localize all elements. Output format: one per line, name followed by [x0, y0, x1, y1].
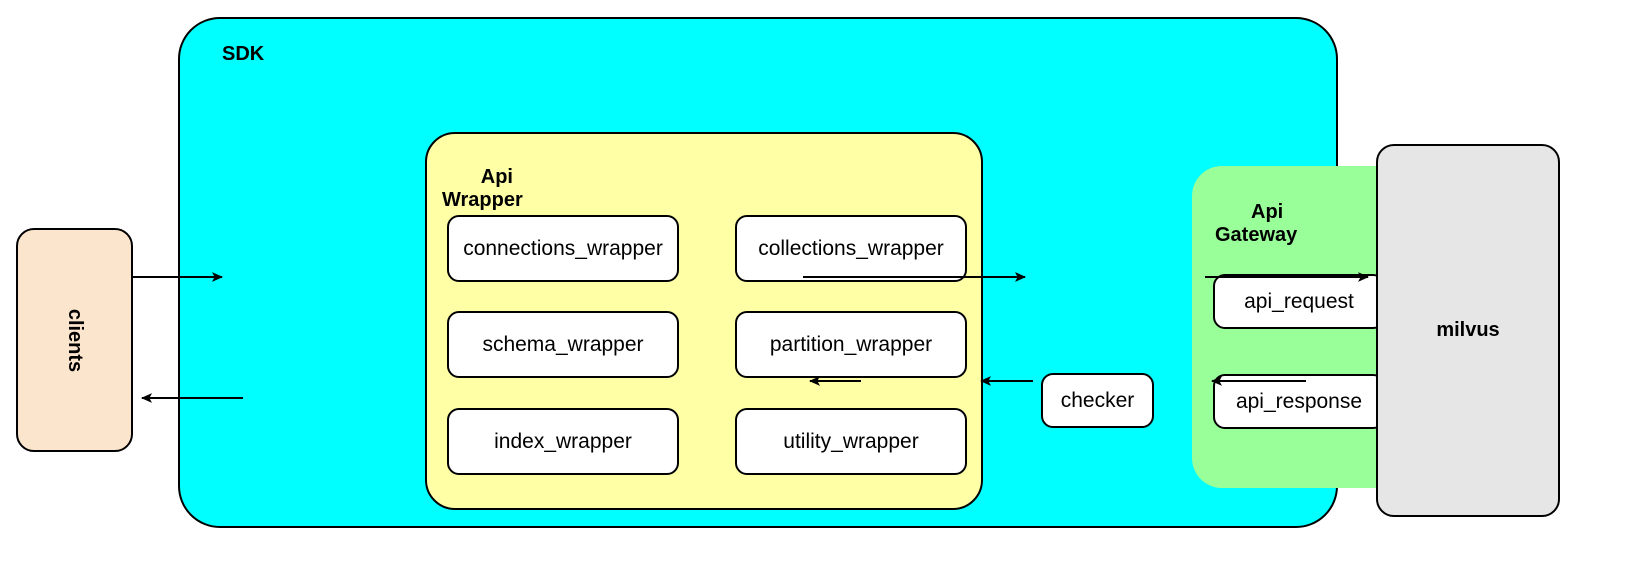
module-label: partition_wrapper	[769, 332, 933, 356]
api-wrapper-label: Api Wrapper	[442, 142, 523, 236]
milvus-label: milvus	[1436, 319, 1500, 341]
module-index-wrapper[interactable]: index_wrapper	[447, 408, 679, 475]
api-response-node[interactable]: api_response	[1213, 374, 1385, 429]
api-wrapper-label-line2: Wrapper	[442, 189, 523, 212]
module-collections-wrapper[interactable]: collections_wrapper	[735, 215, 967, 282]
module-label: collections_wrapper	[758, 236, 944, 260]
api-wrapper-container[interactable]: Api Wrapper connections_wrapper collecti…	[425, 132, 983, 510]
module-connections-wrapper[interactable]: connections_wrapper	[447, 215, 679, 282]
sdk-label: SDK	[222, 43, 265, 65]
module-partition-wrapper[interactable]: partition_wrapper	[735, 311, 967, 378]
module-label: utility_wrapper	[783, 429, 919, 453]
api-request-label: api_request	[1244, 289, 1354, 313]
clients-node[interactable]: clients	[16, 228, 133, 452]
module-utility-wrapper[interactable]: utility_wrapper	[735, 408, 967, 475]
checker-node[interactable]: checker	[1041, 373, 1154, 428]
api-gateway-label: Api Gateway	[1215, 177, 1297, 271]
module-label: index_wrapper	[494, 429, 632, 453]
module-label: connections_wrapper	[463, 236, 663, 260]
module-schema-wrapper[interactable]: schema_wrapper	[447, 311, 679, 378]
milvus-node[interactable]: milvus	[1376, 144, 1560, 517]
api-wrapper-label-line1: Api	[480, 165, 513, 188]
api-gateway-label-line2: Gateway	[1215, 224, 1298, 247]
api-response-label: api_response	[1235, 389, 1363, 413]
module-label: schema_wrapper	[482, 332, 644, 356]
api-gateway-label-line1: Api	[1251, 200, 1284, 223]
checker-label: checker	[1060, 388, 1135, 412]
api-request-node[interactable]: api_request	[1213, 274, 1385, 329]
clients-label: clients	[63, 308, 86, 372]
sdk-container[interactable]: SDK Api Wrapper connections_wrapper coll…	[178, 17, 1418, 528]
